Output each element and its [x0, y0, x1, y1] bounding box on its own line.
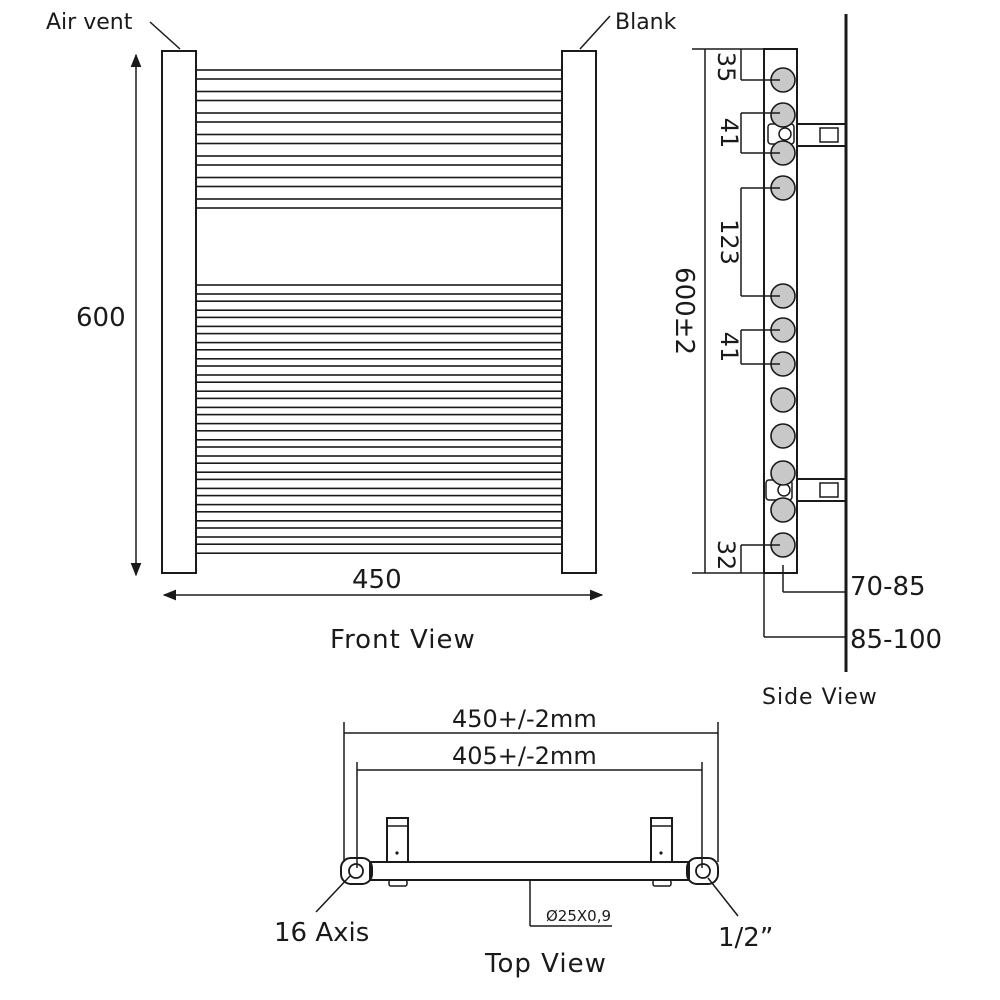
- side-tube: [770, 497, 796, 523]
- front-rail: [195, 381, 563, 393]
- wall-distance-near-label: 70-85: [850, 572, 926, 602]
- front-rail: [195, 198, 563, 209]
- front-rail: [195, 69, 563, 80]
- front-rail: [195, 527, 563, 538]
- front-view-caption: Front View: [330, 625, 476, 655]
- front-rail: [195, 462, 563, 474]
- side-view: 600±2 35 41 123 41 32: [669, 14, 942, 710]
- front-rail: [195, 332, 563, 344]
- front-rail: [195, 348, 563, 360]
- left-end-cap: [340, 857, 373, 885]
- front-rail: [195, 429, 563, 441]
- top-view-caption: Top View: [484, 949, 607, 979]
- axis-leader: [315, 875, 351, 913]
- left-wall-mount: [386, 817, 409, 887]
- front-rail: [195, 155, 563, 166]
- side-collector: [763, 48, 798, 574]
- side-height-label: 600±2: [669, 267, 699, 355]
- top-tube: [369, 861, 690, 881]
- air-vent-leader: [149, 21, 181, 50]
- side-tube: [770, 387, 796, 413]
- connection-leader: [707, 877, 739, 917]
- connection-label: 1/2”: [718, 923, 773, 953]
- dim-lower-gap-label: 41: [715, 332, 743, 363]
- dim-upper-gap-bracket: [740, 112, 780, 154]
- dim-bottom-label: 32: [712, 540, 740, 571]
- wall-distance-far-line: [763, 573, 846, 638]
- height-label: 600: [76, 303, 126, 333]
- side-tube: [770, 102, 796, 128]
- dim-bottom-bracket: [740, 544, 780, 573]
- left-collector: [161, 50, 197, 574]
- blank-leader: [579, 15, 611, 50]
- blank-label: Blank: [615, 10, 677, 35]
- right-collector: [561, 50, 597, 574]
- wall-distance-near-line: [782, 565, 846, 593]
- side-tube: [770, 460, 796, 486]
- dim-top-bracket: [740, 49, 780, 81]
- dim-lower-gap-bracket: [740, 329, 780, 365]
- front-rail: [195, 316, 563, 328]
- front-rail: [195, 543, 563, 555]
- air-vent-label: Air vent: [46, 10, 133, 35]
- width-label: 450: [352, 565, 402, 595]
- side-view-caption: Side View: [762, 685, 878, 710]
- front-rail: [195, 365, 563, 376]
- front-rail: [195, 494, 563, 506]
- front-view: Air vent Blank 600 450 Front View: [46, 10, 677, 655]
- dim-upper-gap-label: 41: [715, 118, 743, 149]
- front-rail: [195, 176, 563, 188]
- front-rail: [195, 446, 563, 457]
- center-width-label: 405+/-2mm: [452, 742, 597, 770]
- wall-distance-far-label: 85-100: [850, 625, 942, 655]
- front-rail: [195, 300, 563, 312]
- front-rail: [195, 397, 563, 409]
- front-rail: [195, 284, 563, 295]
- front-rail: [195, 478, 563, 490]
- dim-spacing-label: 123: [715, 219, 743, 265]
- front-rails: [195, 69, 563, 555]
- front-rail: [195, 90, 563, 102]
- top-view: 450+/-2mm 405+/-2mm: [274, 705, 773, 979]
- front-rail: [195, 133, 563, 145]
- axis-label: 16 Axis: [274, 918, 369, 948]
- dim-top-label: 35: [712, 52, 740, 83]
- front-rail: [195, 112, 563, 123]
- right-end-cap: [686, 857, 719, 885]
- right-wall-mount: [650, 817, 673, 887]
- overall-width-label: 450+/-2mm: [452, 705, 597, 733]
- dim-spacing-bracket: [740, 187, 780, 297]
- side-tube: [770, 423, 796, 449]
- front-rail: [195, 413, 563, 425]
- tube-spec-label: Ø25X0,9: [546, 907, 611, 925]
- front-rail: [195, 510, 563, 522]
